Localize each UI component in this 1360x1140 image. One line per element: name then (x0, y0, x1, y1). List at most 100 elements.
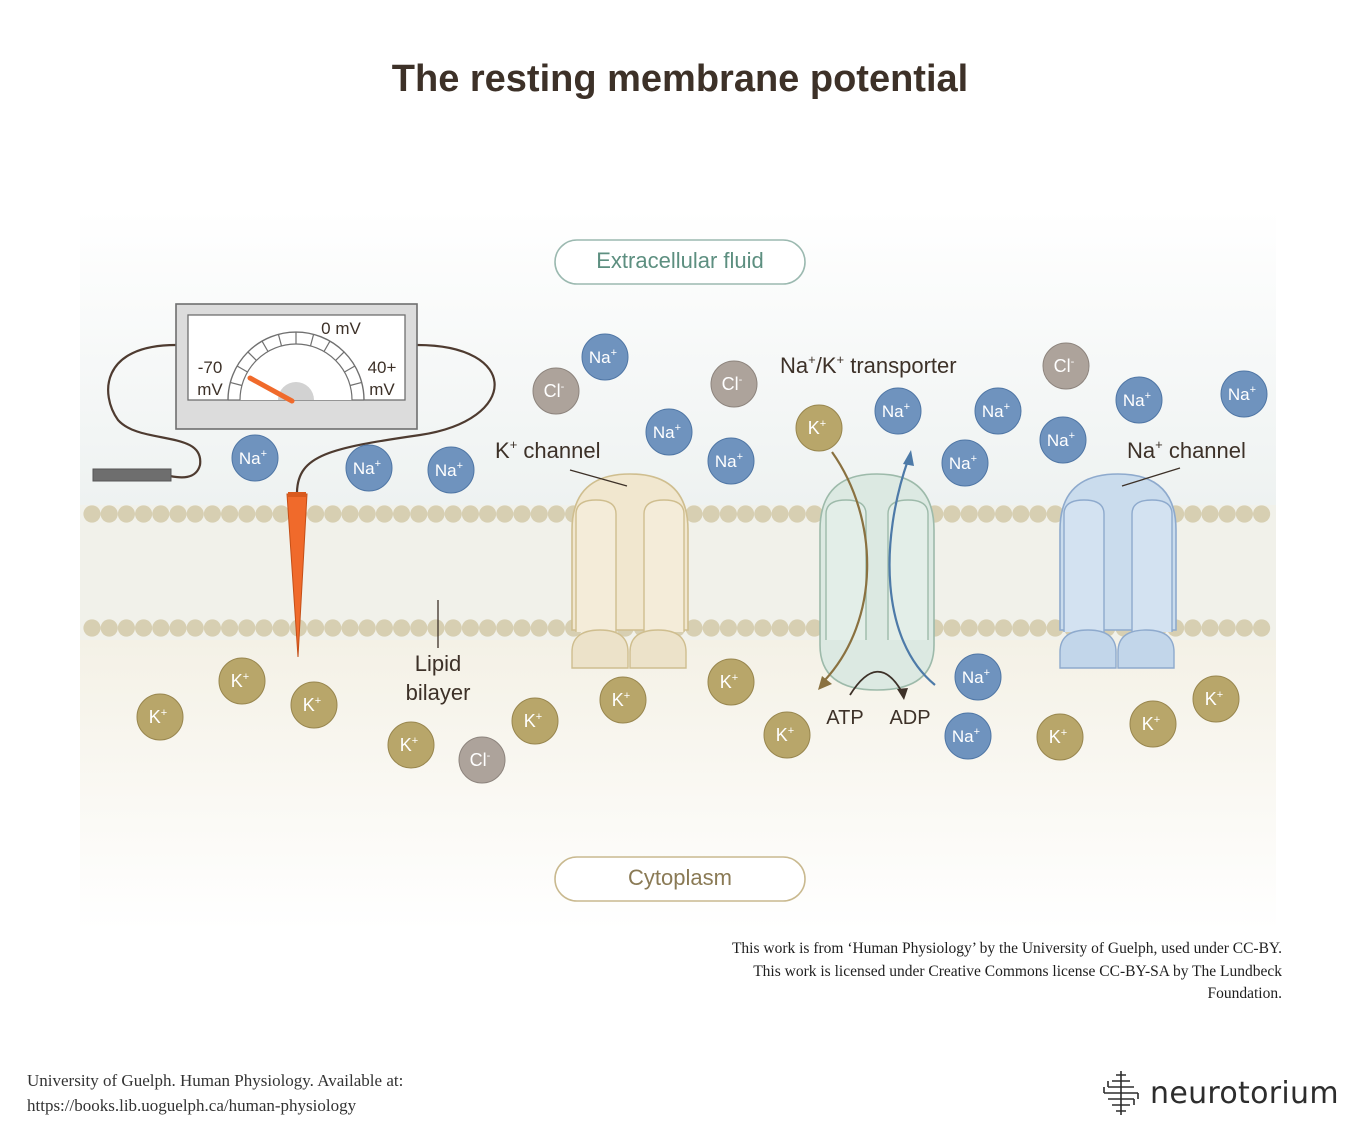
svg-text:K+ channel: K+ channel (495, 437, 600, 463)
lipid-head (685, 619, 703, 637)
lipid-head (152, 619, 170, 637)
lipid-head (805, 619, 824, 637)
lipid-head (444, 505, 462, 523)
lipid-head (221, 619, 239, 637)
svg-text:Cl-: Cl- (544, 381, 565, 401)
k-channel-label: K+ channel (495, 437, 628, 487)
k-ion: K+ (707, 658, 755, 706)
k-ion: K+ (1129, 700, 1177, 748)
lipid-head (410, 505, 428, 523)
na-ion: Na+ (645, 408, 693, 456)
svg-text:Na+: Na+ (715, 451, 743, 471)
svg-text:Na+: Na+ (353, 458, 381, 478)
lipid-head (393, 505, 411, 523)
lipid-head (1201, 619, 1219, 637)
lipid-head (83, 505, 101, 523)
brand-logo: neurotorium (1100, 1068, 1339, 1118)
lipid-head (702, 619, 720, 637)
na-ion: Na+ (581, 333, 629, 381)
k-ion: K+ (795, 404, 843, 452)
svg-text:Cytoplasm: Cytoplasm (628, 865, 732, 890)
lipid-head (995, 505, 1013, 523)
lipid-head (943, 619, 961, 637)
lipid-head (375, 505, 393, 523)
lipid-head (788, 505, 806, 523)
meter-tick (323, 340, 331, 352)
lipid-head (272, 619, 290, 637)
svg-text:Na+: Na+ (1228, 384, 1256, 404)
svg-text:K+: K+ (524, 711, 542, 731)
lipid-head (186, 505, 204, 523)
lipid-head (324, 505, 342, 523)
lipid-head (427, 505, 445, 523)
svg-text:Cl-: Cl- (1054, 356, 1075, 376)
cl-ion: Cl- (710, 360, 758, 408)
atp-label: ATP (826, 707, 863, 729)
meter-pos-value: 40+ (368, 358, 397, 377)
lipid-head (341, 505, 359, 523)
lipid-head (960, 505, 978, 523)
lipid-head (1184, 505, 1202, 523)
lipid-head (1218, 619, 1236, 637)
citation: University of Guelph. Human Physiology. … (27, 1068, 403, 1118)
k-ion: K+ (136, 693, 184, 741)
extracellular-label: Extracellular fluid (554, 239, 806, 285)
lipid-head (1046, 505, 1064, 523)
svg-text:Cl-: Cl- (722, 374, 743, 394)
lipid-head (1012, 619, 1030, 637)
svg-text:K+: K+ (612, 690, 630, 710)
na-ion: Na+ (1115, 376, 1163, 424)
brand-name: neurotorium (1150, 1075, 1339, 1111)
lipid-head (100, 505, 118, 523)
lipid-head (221, 505, 239, 523)
svg-text:Na+: Na+ (435, 460, 463, 480)
na-ion: Na+ (974, 387, 1022, 435)
lipid-head (702, 505, 720, 523)
lipid-head (771, 619, 789, 637)
lipid-head (1218, 505, 1236, 523)
lipid-head (977, 619, 996, 637)
lipid-head (513, 505, 531, 523)
svg-text:Na+: Na+ (882, 401, 910, 421)
lipid-head (307, 505, 325, 523)
k-ion: K+ (218, 657, 266, 705)
cl-ion: Cl- (1042, 342, 1090, 390)
svg-text:Na+ channel: Na+ channel (1127, 437, 1246, 463)
lipid-head (530, 505, 548, 523)
svg-text:bilayer: bilayer (406, 680, 471, 705)
na-ion: Na+ (427, 446, 475, 494)
lipid-head (685, 505, 703, 523)
svg-text:K+: K+ (400, 735, 418, 755)
svg-text:Na+/K+ transporter: Na+/K+ transporter (780, 352, 957, 378)
adp-label: ADP (889, 707, 930, 729)
lipid-head (152, 505, 170, 523)
meter-neg-unit: mV (197, 380, 223, 399)
voltmeter: 0 mV -70 mV 40+ mV (92, 303, 496, 493)
na-k-transporter (818, 450, 936, 700)
meter-tick (277, 334, 283, 347)
page-title: The resting membrane potential (391, 58, 969, 100)
na-ion: Na+ (944, 712, 992, 760)
lipid-head (496, 505, 514, 523)
lipid-head (719, 619, 738, 637)
lipid-head (960, 619, 978, 637)
lipid-head (1184, 619, 1202, 637)
lipid-head (444, 619, 462, 637)
lipid-head (427, 619, 445, 637)
k-ion: K+ (511, 697, 559, 745)
na-ion: Na+ (874, 387, 922, 435)
lipid-head (255, 505, 273, 523)
meter-tick (349, 381, 362, 387)
lipid-head (169, 619, 187, 637)
lipid-head (358, 619, 376, 637)
credit-notice: This work is from ‘Human Physiology’ by … (731, 940, 1282, 1002)
lipid-head (943, 505, 961, 523)
svg-text:K+: K+ (231, 671, 249, 691)
lipid-head (410, 619, 428, 637)
svg-text:Extracellular fluid: Extracellular fluid (596, 248, 764, 273)
ions: Na+Na+Na+Na+Na+Na+Na+Na+Na+Na+Na+Na+Na+N… (136, 333, 1268, 784)
na-ion: Na+ (1039, 416, 1087, 464)
k-ion: K+ (763, 711, 811, 759)
lipid-head (479, 505, 497, 523)
cytoplasm-label: Cytoplasm (554, 856, 806, 902)
